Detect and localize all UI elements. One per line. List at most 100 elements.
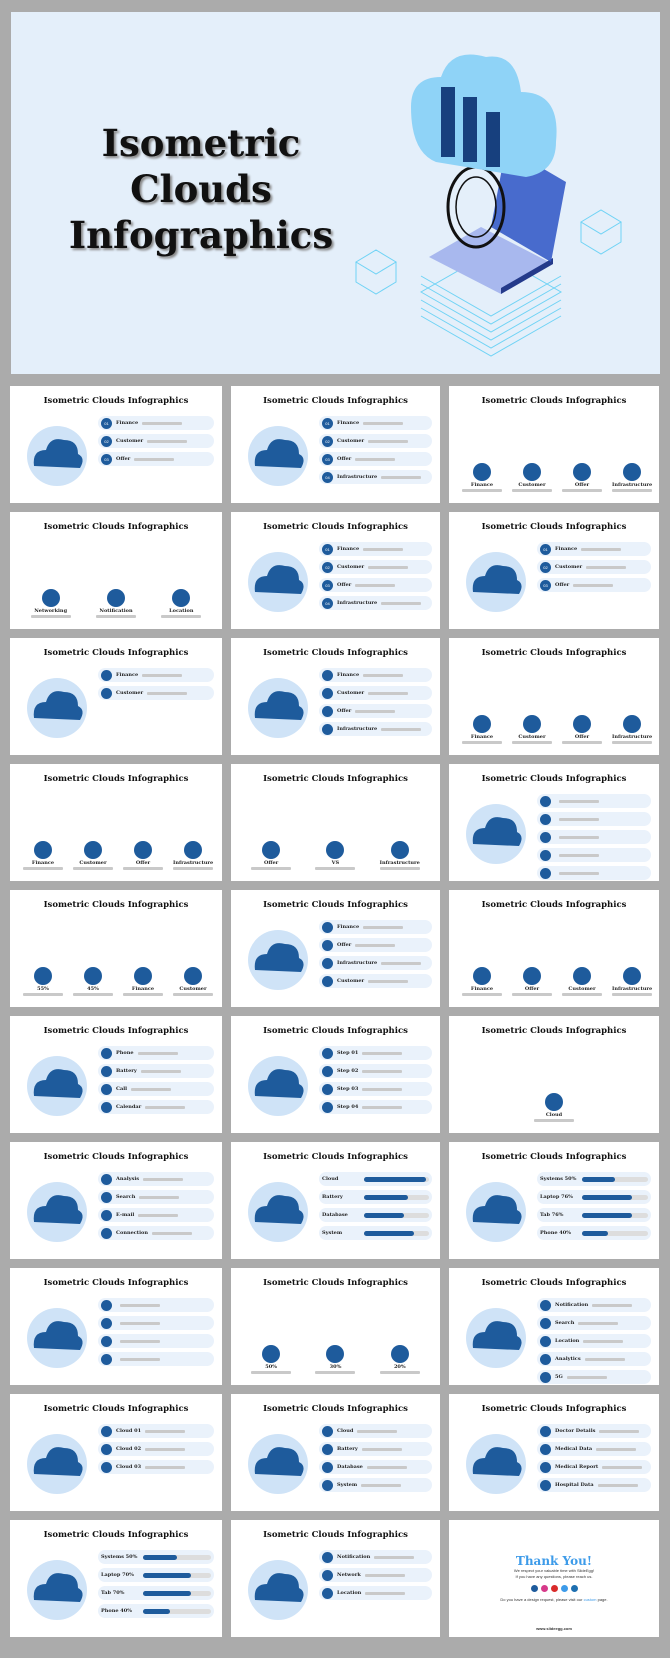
footer-url[interactable]: www.slideegg.com — [536, 1626, 572, 1631]
list-item: Search — [98, 1190, 214, 1204]
list-item: Cloud 03 — [98, 1460, 214, 1474]
slide-thumbnail[interactable]: Isometric Clouds Infographics — [449, 764, 659, 881]
youtube-icon[interactable] — [550, 1585, 558, 1592]
item-label: Systems 50% — [101, 1554, 138, 1560]
item-badge — [540, 1371, 551, 1383]
placeholder-text — [379, 1371, 420, 1374]
placeholder-text — [23, 867, 63, 870]
placeholder-text — [363, 547, 404, 551]
progress-bar — [582, 1194, 648, 1200]
item-label: Laptop 76% — [540, 1194, 573, 1200]
twitter-icon[interactable] — [560, 1585, 568, 1592]
placeholder-text — [362, 1069, 403, 1073]
item-badge: 01 — [540, 543, 551, 555]
placeholder-text — [586, 565, 627, 569]
list-item: Offer — [319, 938, 432, 952]
list-item: Connection — [98, 1226, 214, 1240]
cloud-pin-icon — [84, 841, 102, 859]
social-links — [530, 1585, 578, 1592]
item-label: Medical Data — [555, 1446, 593, 1452]
slide-title: Isometric Clouds Infographics — [43, 774, 189, 784]
slide-title: Isometric Clouds Infographics — [263, 900, 408, 910]
item-label: Offer — [337, 708, 352, 714]
facebook-icon[interactable] — [530, 1585, 538, 1592]
item-badge — [322, 975, 333, 987]
item-list: Cloud — [459, 1092, 649, 1123]
placeholder-text — [462, 741, 502, 744]
list-item: Database — [319, 1460, 432, 1474]
slide-thumbnail[interactable]: Isometric Clouds Infographics — [10, 1268, 222, 1385]
cloud-pin-icon — [34, 967, 52, 985]
thank-you-slide[interactable]: Thank You!We respect your valuable time … — [449, 1520, 659, 1637]
item-badge — [322, 1425, 333, 1437]
placeholder-text — [173, 867, 214, 870]
placeholder-text — [120, 1339, 160, 1343]
instagram-icon[interactable] — [540, 1585, 548, 1592]
item-badge — [101, 1047, 112, 1059]
placeholder-text — [355, 583, 396, 587]
item-label: E-mail — [116, 1212, 135, 1218]
item-label: Offer — [524, 986, 540, 992]
list-item: Phone 40% — [537, 1226, 651, 1240]
list-item: Battery — [319, 1190, 432, 1204]
list-item — [98, 1334, 214, 1348]
item-label: Customer — [116, 690, 144, 696]
list-item: Customer — [98, 686, 214, 700]
placeholder-text — [120, 1321, 160, 1325]
cloud-pin-icon — [262, 1345, 281, 1363]
placeholder-text — [462, 489, 502, 492]
item-label: 55% — [37, 986, 49, 992]
item-label: Doctor Details — [555, 1428, 596, 1434]
item-badge — [540, 867, 551, 879]
placeholder-text — [562, 489, 602, 492]
placeholder-text — [599, 1429, 640, 1433]
item-label: Notification — [555, 1302, 589, 1308]
list-item: Location — [319, 1586, 432, 1600]
linkedin-icon[interactable] — [570, 1585, 578, 1592]
item-list: Systems 50%Laptop 70%Tab 70%Phone 40% — [98, 1550, 214, 1618]
custom-link[interactable]: custom — [583, 1597, 597, 1602]
item-label: 5G — [555, 1374, 563, 1380]
placeholder-text — [559, 853, 599, 857]
placeholder-text — [357, 1429, 398, 1433]
item-label: Infrastructure — [379, 860, 420, 866]
placeholder-text — [142, 421, 183, 425]
item-label: Offer — [263, 860, 279, 866]
